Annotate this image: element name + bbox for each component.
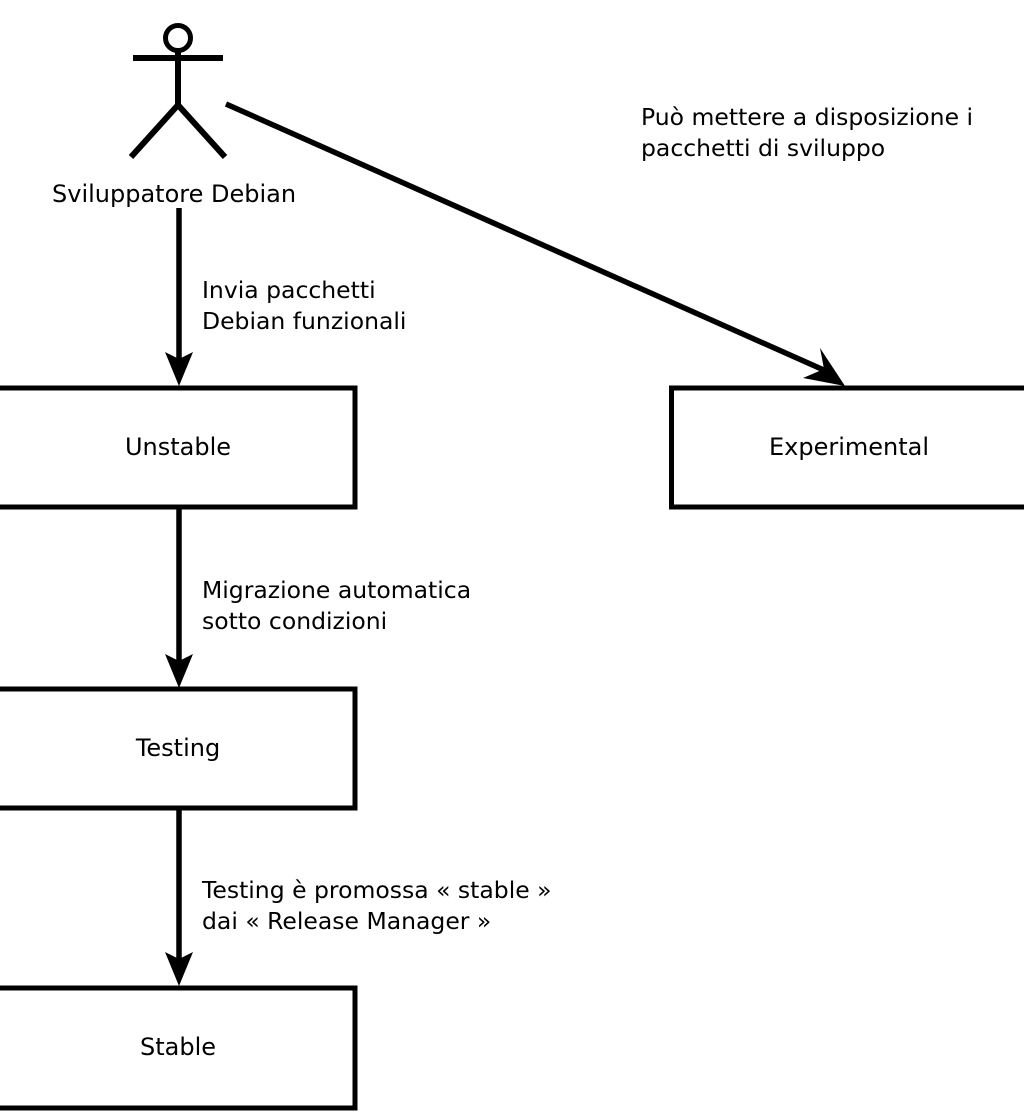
edge-label-line-2: sotto condizioni: [202, 607, 387, 635]
arrow-head-icon: [803, 348, 845, 386]
node-box: [0, 385, 358, 510]
edge-label-line-2: Debian funzionali: [202, 307, 406, 335]
arrow-head-icon: [165, 352, 193, 386]
actor-label: Sviluppatore Debian: [52, 180, 296, 208]
node-stable[interactable]: Stable: [0, 985, 358, 1111]
arrow-head-icon: [165, 654, 193, 688]
edge-line: [224, 101, 828, 374]
edge-label-line-2: dai « Release Manager »: [202, 907, 491, 935]
edge-label-line-2: pacchetti di sviluppo: [641, 134, 885, 162]
edge-label-line-1: Testing è promossa « stable »: [201, 876, 552, 904]
edge-label-line-1: Migrazione automatica: [202, 576, 471, 604]
arrow-head-icon: [165, 952, 193, 986]
node-box: [669, 385, 1024, 510]
actor-leg-right-icon: [175, 102, 228, 160]
actor-head-icon: [163, 23, 193, 53]
actor-leg-left-icon: [128, 102, 181, 160]
node-box: [0, 985, 358, 1111]
edge-actor-to-experimental[interactable]: Può mettere a disposizione i pacchetti d…: [224, 101, 973, 386]
node-label: Stable: [140, 1033, 216, 1061]
node-label: Experimental: [769, 433, 929, 461]
node-experimental[interactable]: Experimental: [669, 385, 1024, 510]
node-box: [0, 686, 358, 811]
actor-sviluppatore-debian[interactable]: Sviluppatore Debian: [52, 23, 296, 209]
edge-testing-to-stable[interactable]: Testing è promossa « stable » dai « Rele…: [165, 810, 552, 986]
node-unstable[interactable]: Unstable: [0, 385, 358, 510]
node-label: Testing: [135, 734, 220, 762]
node-label: Unstable: [125, 433, 231, 461]
edge-actor-to-unstable[interactable]: Invia pacchetti Debian funzionali: [165, 208, 406, 386]
edge-label-line-1: Invia pacchetti: [202, 276, 376, 304]
edge-label-line-1: Può mettere a disposizione i: [641, 103, 973, 131]
node-testing[interactable]: Testing: [0, 686, 358, 811]
edge-unstable-to-testing[interactable]: Migrazione automatica sotto condizioni: [165, 509, 471, 688]
